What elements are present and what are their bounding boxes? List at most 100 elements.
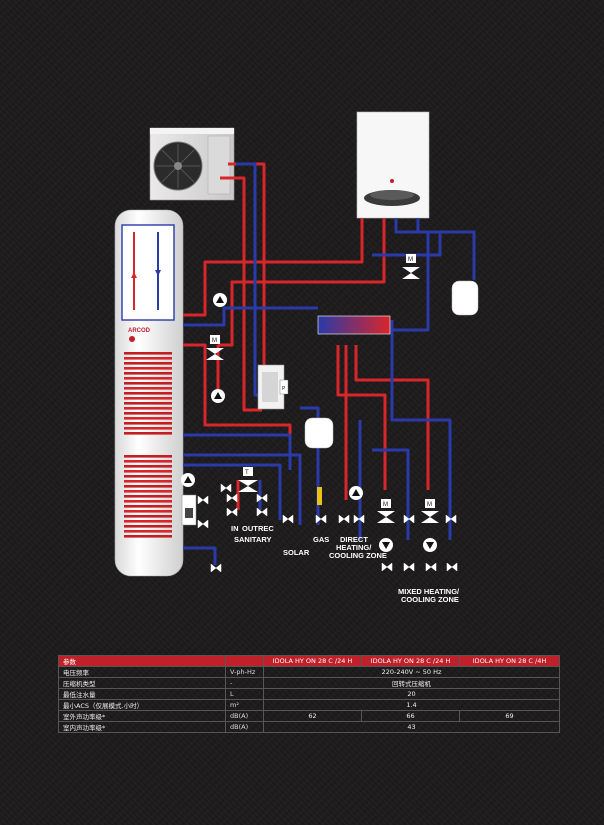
row-unit: dB(A): [225, 710, 264, 722]
ball-valve-icon: [226, 493, 238, 503]
direct-zone-label-2: HEATING/: [336, 543, 372, 552]
ball-valve-icon: [197, 495, 209, 505]
coil-turn: [124, 500, 172, 503]
coil-turn: [124, 515, 172, 518]
valve-letter: M: [408, 257, 413, 263]
coil-turn: [124, 495, 172, 498]
ball-valve-icon: [446, 562, 458, 572]
safety-group: [181, 494, 197, 526]
motorized-valve-icon: M: [206, 335, 224, 360]
row-unit: -: [225, 677, 264, 689]
coil-turn: [124, 485, 172, 488]
row-value: 20: [263, 688, 560, 700]
row-unit: V-ph-Hz: [225, 666, 264, 678]
piping: [183, 162, 476, 565]
table-row: 电压频率 V-ph-Hz 220-240V ~ 50 Hz: [58, 666, 560, 678]
table-row: 室外声功率级* dB(A) 62 66 69: [58, 710, 560, 722]
row-value: 220-240V ~ 50 Hz: [263, 666, 560, 678]
ball-valve-icon: [210, 563, 222, 573]
coil-turn: [124, 357, 172, 360]
row-value: 回转式压缩机: [263, 677, 560, 689]
header-param: 参数: [58, 655, 226, 667]
lower-coil: [124, 455, 172, 538]
upper-coil: [124, 352, 172, 435]
ball-valve-icon: [403, 514, 415, 524]
coil-turn: [124, 530, 172, 533]
coil-turn: [124, 460, 172, 463]
header-unit: [225, 655, 264, 667]
ball-valve-icon: [197, 519, 209, 529]
sanitary-label: SANITARY: [234, 535, 272, 544]
circulation-pump-icon: [213, 293, 227, 307]
row-value: 66: [361, 710, 460, 722]
outdoor-unit: [149, 127, 235, 201]
pump-ctrl-letter: P: [282, 386, 286, 392]
table-row: 压缩机类型 - 回转式压缩机: [58, 677, 560, 689]
coil-turn: [124, 455, 172, 458]
coil-turn: [124, 367, 172, 370]
mixed-zone-label-2: COOLING ZONE: [401, 595, 459, 604]
coil-turn: [124, 505, 172, 508]
coil-turn: [124, 525, 172, 528]
expansion-vessel-sanitary: [304, 417, 334, 449]
coil-turn: [124, 352, 172, 355]
row-param: 最低注水量: [58, 688, 226, 700]
sanitary-rec-label: REC: [258, 524, 274, 533]
heat-pump-system-diagram: ARCOD: [114, 111, 479, 604]
solar-label: SOLAR: [283, 548, 310, 557]
sanitary-out-label: OUT: [242, 524, 258, 533]
circulation-pump-icon: [349, 486, 363, 500]
row-value: 62: [263, 710, 362, 722]
coil-turn: [124, 480, 172, 483]
circulation-pump-icon: [379, 538, 393, 552]
table-row: 室内声功率级* dB(A) 43: [58, 721, 560, 733]
header-model-1: IDOLA HY ON 28 C /24 H: [263, 655, 362, 667]
circulation-pump-icon: [211, 389, 225, 403]
coil-turn: [124, 407, 172, 410]
motorized-valve-icon: M: [421, 499, 439, 523]
expansion-vessel-heating: [451, 280, 479, 316]
row-unit: L: [225, 688, 264, 700]
ball-valve-icon: [425, 562, 437, 572]
gas-inlet-pipe: [317, 487, 322, 505]
circulation-pump-icon: [181, 473, 195, 487]
direct-zone-label-1: DIRECT: [340, 535, 368, 544]
row-param: 室内声功率级*: [58, 721, 226, 733]
ball-valve-icon: [381, 562, 393, 572]
shutoff-valves: [197, 483, 458, 573]
valve-letter: M: [383, 502, 388, 508]
ball-valve-icon: [226, 507, 238, 517]
ball-valve-icon: [403, 562, 415, 572]
tank-brand: ARCOD: [128, 328, 151, 334]
ball-valve-icon: [256, 507, 268, 517]
coil-turn: [124, 372, 172, 375]
valve-letter: M: [427, 502, 432, 508]
gas-label: GAS: [313, 535, 329, 544]
table-row: 最低注水量 L 20: [58, 688, 560, 700]
coil-turn: [124, 377, 172, 380]
row-param: 电压频率: [58, 666, 226, 678]
direct-zone-label-3: COOLING ZONE: [329, 551, 387, 560]
table-row: 最小ACS（仅展模式.小时） m² 1.4: [58, 699, 560, 711]
coil-turn: [124, 535, 172, 538]
coil-turn: [124, 382, 172, 385]
ball-valve-icon: [282, 514, 294, 524]
plate-heat-exchanger: P: [257, 364, 289, 410]
spec-table-header: 参数 IDOLA HY ON 28 C /24 H IDOLA HY ON 28…: [58, 655, 560, 667]
row-value: 43: [263, 721, 560, 733]
coil-turn: [124, 392, 172, 395]
coil-turn: [124, 362, 172, 365]
row-param: 室外声功率级*: [58, 710, 226, 722]
row-param: 最小ACS（仅展模式.小时）: [58, 699, 226, 711]
coil-turn: [124, 402, 172, 405]
row-unit: dB(A): [225, 721, 264, 733]
ball-valve-icon: [220, 483, 232, 493]
row-unit: m²: [225, 699, 264, 711]
header-model-2: IDOLA HY ON 28 C /24 H: [361, 655, 460, 667]
sanitary-in-label: IN: [231, 524, 239, 533]
ball-valve-icon: [445, 514, 457, 524]
coil-turn: [124, 417, 172, 420]
coil-turn: [124, 397, 172, 400]
hydraulic-collector: [317, 315, 391, 335]
row-value: 1.4: [263, 699, 560, 711]
